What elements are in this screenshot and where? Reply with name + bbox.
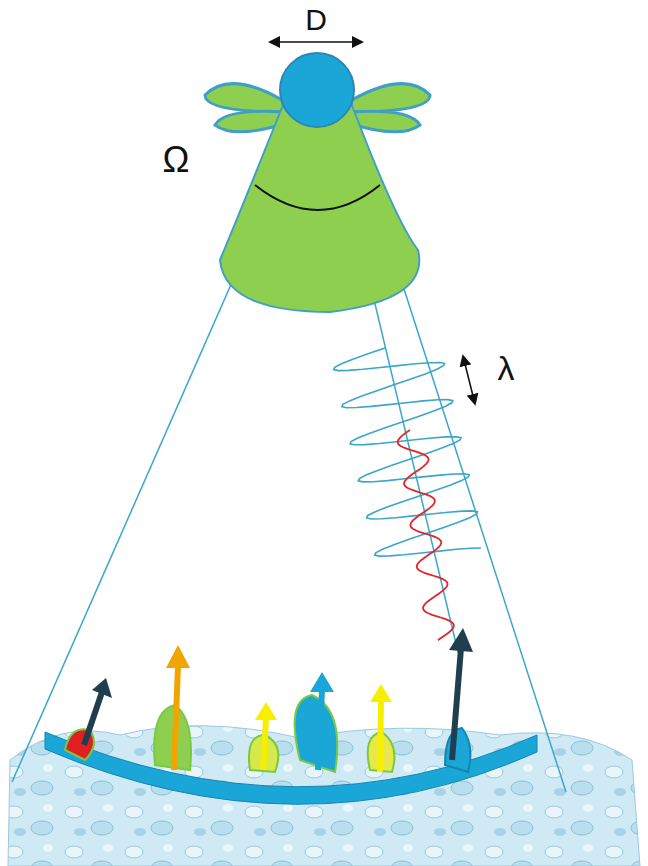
- beam-edge: [12, 230, 255, 782]
- spin-arrows: [84, 628, 473, 772]
- solid-angle-arc: [255, 185, 380, 210]
- emitters: [65, 695, 470, 772]
- wavelength-label: λ: [498, 351, 515, 385]
- dimension-label: D: [305, 5, 327, 35]
- aperture-dish: [280, 53, 354, 127]
- antenna-body: [220, 100, 419, 312]
- wave: [334, 348, 481, 556]
- diameter-arrow: [274, 41, 358, 43]
- wave: [398, 430, 454, 640]
- solid-angle-label: Ω: [163, 142, 190, 178]
- wavelength-arrow: [464, 360, 474, 400]
